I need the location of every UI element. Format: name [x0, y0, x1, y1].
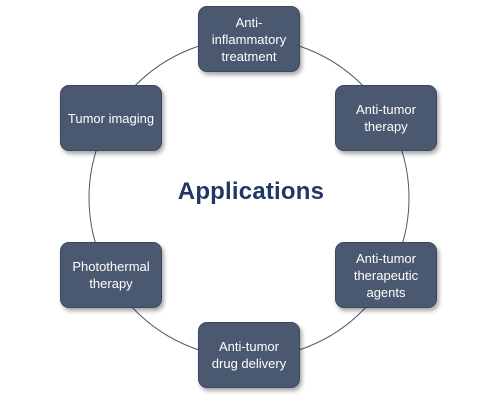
node-label: Anti-tumor therapeutic agents	[353, 250, 419, 300]
node-anti-tumor-drug-delivery: Anti-tumor drug delivery	[198, 322, 300, 388]
node-label: Anti-inflammatory treatment	[211, 14, 287, 64]
node-label: Tumor imaging	[67, 110, 155, 126]
node-anti-tumor-therapeutic-agents: Anti-tumor therapeutic agents	[335, 242, 437, 308]
node-label: Anti-tumor drug delivery	[211, 339, 287, 371]
node-tumor-imaging: Tumor imaging	[60, 85, 162, 151]
center-title: Applications	[177, 178, 325, 205]
node-anti-inflammatory-treatment: Anti-inflammatory treatment	[198, 6, 300, 72]
node-label: Anti-tumor therapy	[356, 102, 416, 134]
node-anti-tumor-therapy: Anti-tumor therapy	[335, 85, 437, 151]
node-label: Photothermal therapy	[72, 259, 150, 291]
node-photothermal-therapy: Photothermal therapy	[60, 242, 162, 308]
